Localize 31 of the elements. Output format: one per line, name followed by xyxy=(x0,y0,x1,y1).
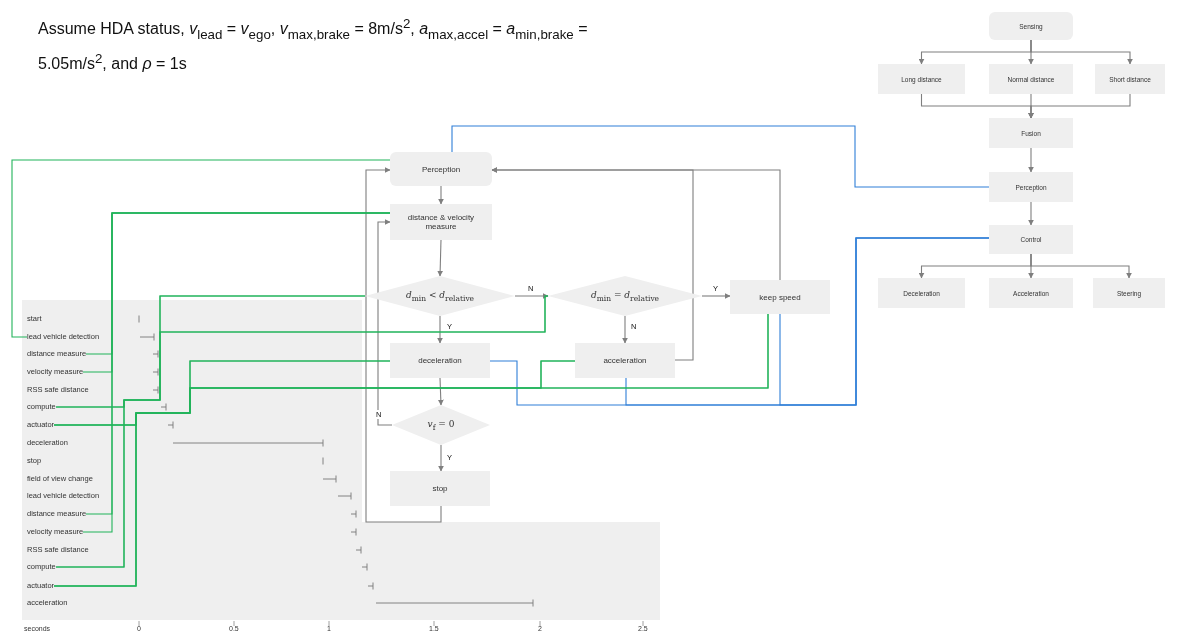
title: Assume HDA status, v$_{lead}$ = v$_{ego}$, v$_{max,brake}$ = 8m/s$^{2}$, a$_{max,accel}$ = a$_{min,brake}$ = 5.05m/s$^{2}$, and ρ = 1s xyxy=(38,15,589,74)
decision-diamond: d$_{min}$ < d$_{relative}$ xyxy=(365,276,515,316)
arrow xyxy=(1028,201,1034,226)
process-box: keep speed xyxy=(730,280,830,314)
process-box: distance & velocity measure xyxy=(390,204,492,240)
arrow xyxy=(1030,39,1133,65)
process-box: Perception xyxy=(390,152,492,186)
arrow xyxy=(438,444,444,472)
connector-line xyxy=(55,295,549,568)
arrow xyxy=(438,185,444,205)
arrow xyxy=(1030,253,1132,279)
connector-line xyxy=(779,237,990,406)
connector-line xyxy=(53,313,769,587)
arrow xyxy=(437,315,443,344)
arrow xyxy=(491,167,694,361)
arrow xyxy=(377,219,393,426)
arrow xyxy=(1028,147,1034,173)
arrow xyxy=(365,167,442,523)
arrow xyxy=(1028,93,1131,119)
arrow xyxy=(701,293,731,299)
process-box: deceleration xyxy=(390,343,490,378)
arrow xyxy=(622,315,628,344)
arrow xyxy=(437,377,444,406)
process-box: stop xyxy=(390,471,490,506)
decision-diamond: v$_{f}$ = 0 xyxy=(392,405,490,445)
arrow xyxy=(437,239,444,277)
decision-diamond: d$_{min}$ = d$_{relative}$ xyxy=(548,276,702,316)
connector-line xyxy=(11,159,391,338)
connector-line xyxy=(451,125,990,188)
process-box: acceleration xyxy=(575,343,675,378)
arrow xyxy=(514,293,549,299)
